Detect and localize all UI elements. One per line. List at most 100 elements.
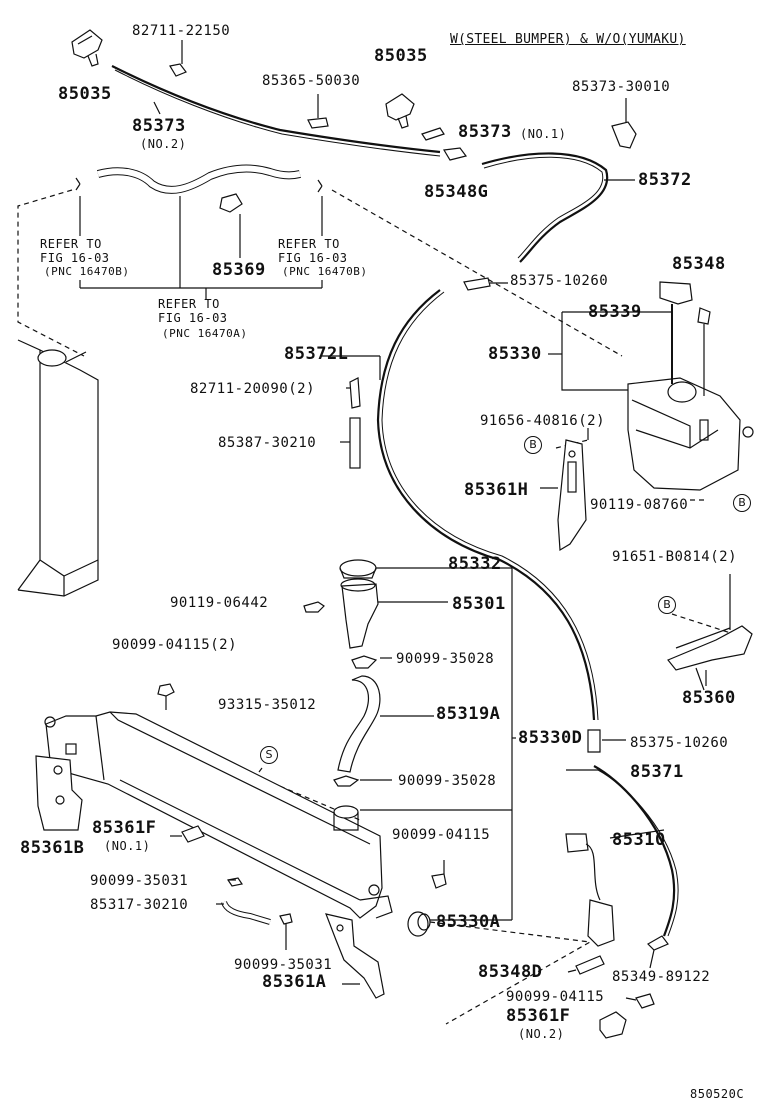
label-85373-no1-note: (NO.1): [520, 127, 567, 141]
label-85349-89122: 85349-89122: [612, 969, 711, 985]
label-85373-no2-note: (NO.2): [140, 137, 187, 151]
fitting-85330D: [587, 729, 601, 753]
label-85372L: 85372L: [284, 344, 349, 364]
tube-85348D: [575, 955, 605, 975]
label-85035-center: 85035: [374, 46, 428, 66]
label-90099-35031-a: 90099-35031: [90, 873, 189, 889]
grommet-85361F-no2: [599, 1011, 627, 1039]
refer-note-1-line2: FIG 16-03: [40, 251, 110, 265]
radiator-frame: [17, 339, 99, 597]
bracket-85361A: [325, 913, 385, 999]
hose-85317-30210: [221, 900, 271, 925]
bracket-85361H: [557, 439, 587, 552]
label-85348G: 85348G: [424, 182, 489, 202]
label-85373-30010: 85373-30010: [572, 79, 671, 95]
refer-note-3-line2: FIG 16-03: [158, 311, 228, 325]
label-85348: 85348: [672, 254, 726, 274]
callout-b-1: B: [524, 436, 542, 454]
clamp-90099-35031-a: [227, 877, 243, 887]
label-85369: 85369: [212, 260, 266, 280]
refer-leaders: [79, 196, 323, 300]
label-90119-08760: 90119-08760: [590, 497, 689, 513]
pump-85310: [565, 833, 615, 947]
hose-85372: [481, 152, 635, 263]
label-82711-22150: 82711-22150: [132, 23, 231, 39]
label-85365-50030: 85365-50030: [262, 73, 361, 89]
clip-82711-22150: [169, 63, 187, 77]
label-90099-35028-b: 90099-35028: [398, 773, 497, 789]
label-91656-40816: 91656-40816(2): [480, 413, 606, 429]
label-85373-no2: 85373: [132, 116, 186, 136]
clamp-90099-35031-b: [279, 913, 293, 950]
label-85361F-no1: 85361F: [92, 818, 157, 838]
diagram-code: 850520C: [690, 1087, 745, 1101]
hose-85373-no2: [111, 65, 441, 157]
label-85361F-no1-note: (NO.1): [104, 839, 151, 853]
label-90119-06442: 90119-06442: [170, 595, 269, 611]
label-85310: 85310: [612, 830, 666, 850]
bracket-85361F-no1: [170, 825, 205, 843]
label-85361F-no2-note: (NO.2): [518, 1027, 565, 1041]
condition-header: W(STEEL BUMPER) & W/O(YUMAKU): [450, 32, 686, 47]
label-85319A: 85319A: [436, 704, 501, 724]
label-85361A: 85361A: [262, 972, 327, 992]
label-85317-30210: 85317-30210: [90, 897, 189, 913]
hose-85372L: [376, 277, 599, 721]
hose-85387-30210: [349, 377, 361, 469]
inlet-85301: [340, 578, 448, 649]
bolt-90099-04115-b: [635, 993, 655, 1009]
tube-85339: [659, 281, 711, 396]
joint-85373-no1: [421, 127, 445, 141]
label-85375-10260-top: 85375-10260: [510, 273, 609, 289]
refer-note-1-line3: (PNC 16470B): [44, 265, 130, 278]
label-85339: 85339: [588, 302, 642, 322]
label-90099-35028-a: 90099-35028: [396, 651, 495, 667]
grommet-85330A: [407, 911, 431, 937]
connector-85349-89122: [647, 935, 669, 951]
washer-tank-85330A: [44, 711, 393, 919]
misc-leaders: [153, 40, 731, 1001]
label-85332: 85332: [448, 554, 502, 574]
label-85330: 85330: [488, 344, 542, 364]
bolt-90119-06442: [303, 601, 325, 613]
refer-note-2-line1: REFER TO: [278, 237, 340, 251]
nozzle-85035-center: [385, 93, 415, 129]
bolt-90099-04115-2: [157, 683, 175, 710]
refer-note-2-line3: (PNC 16470B): [282, 265, 368, 278]
refer-note-3-line3: (PNC 16470A): [162, 327, 248, 340]
refer-note-1-line1: REFER TO: [40, 237, 102, 251]
label-85372: 85372: [638, 170, 692, 190]
label-90099-04115-2: 90099-04115(2): [112, 637, 238, 653]
label-85330A: 85330A: [436, 912, 501, 932]
label-85361F-no2: 85361F: [506, 1006, 571, 1026]
label-85348D: 85348D: [478, 962, 543, 982]
callout-b-2: B: [733, 494, 751, 512]
connector-85348G: [443, 147, 468, 161]
label-85371: 85371: [630, 762, 684, 782]
label-85387-30210: 85387-30210: [218, 435, 317, 451]
connector-85373-30010: [611, 98, 637, 149]
clamp-90099-35028-a: [351, 655, 378, 669]
refer-note-2-line2: FIG 16-03: [278, 251, 348, 265]
label-82711-20090: 82711-20090(2): [190, 381, 316, 397]
label-85360: 85360: [682, 688, 736, 708]
bracket-85361B: [35, 755, 83, 831]
label-85035-left: 85035: [58, 84, 112, 104]
label-85361B: 85361B: [20, 838, 85, 858]
bracket-85365-50030: [307, 94, 329, 129]
cap-85332: [339, 559, 377, 579]
label-90099-04115-a: 90099-04115: [392, 827, 491, 843]
nozzle-85035-left: [71, 29, 103, 67]
label-85361H: 85361H: [464, 480, 529, 500]
leader-column: [360, 567, 516, 921]
label-90099-35031-b: 90099-35031: [234, 957, 333, 973]
hose-85371: [593, 765, 679, 937]
clamp-90099-35028-b: [333, 775, 360, 787]
refer-note-3-line1: REFER TO: [158, 297, 220, 311]
callout-b-3: B: [658, 596, 676, 614]
hose-assembly-left: [75, 164, 323, 258]
bracket-85360: [667, 625, 753, 691]
bolt-90099-04115-a: [431, 860, 447, 889]
